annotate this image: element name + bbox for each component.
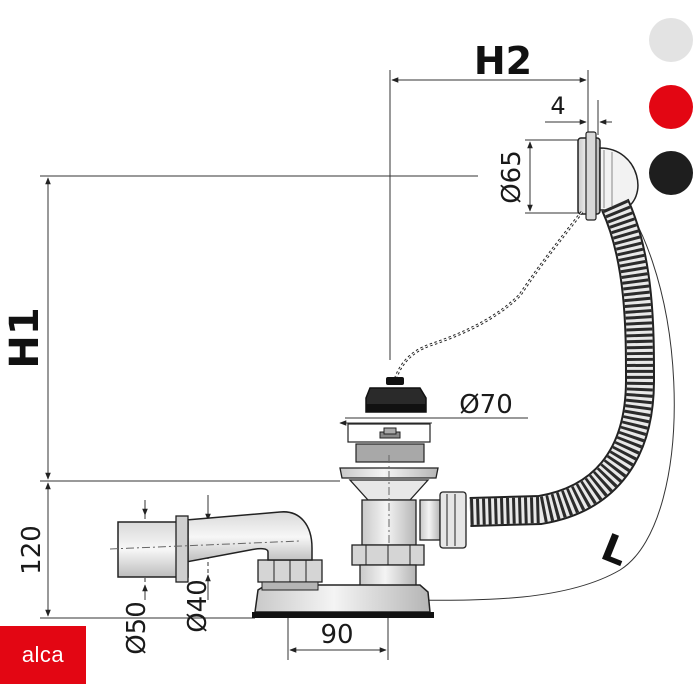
siphon-trap: [252, 559, 434, 618]
dim-w90: 90: [320, 620, 353, 650]
dim-h120: 120: [17, 525, 47, 575]
plug-chain: [393, 211, 584, 381]
logo-text: alca: [21, 642, 65, 667]
dim-d40: Ø40: [183, 579, 213, 633]
dim-d50: Ø50: [122, 601, 152, 655]
dim-length: L: [595, 525, 634, 575]
dim-h1: H1: [2, 307, 48, 368]
swatch-black[interactable]: [649, 151, 693, 195]
corrugated-hose: [469, 198, 656, 527]
outlet-pipe: [109, 511, 313, 583]
dim-d65: Ø65: [497, 150, 527, 204]
dim-h2: H2: [474, 39, 532, 83]
drain-plug: [365, 377, 427, 413]
color-swatches: [649, 18, 693, 195]
dimension-lines: [40, 70, 675, 660]
dim-d70: Ø70: [459, 390, 513, 420]
swatch-red[interactable]: [649, 85, 693, 129]
overflow-head: [577, 131, 639, 221]
hose-connector: [419, 491, 467, 549]
alca-logo: alca: [0, 626, 86, 684]
swatch-white-chrome[interactable]: [649, 18, 693, 62]
drain-strainer: [347, 423, 431, 463]
dim-four: 4: [550, 92, 565, 120]
